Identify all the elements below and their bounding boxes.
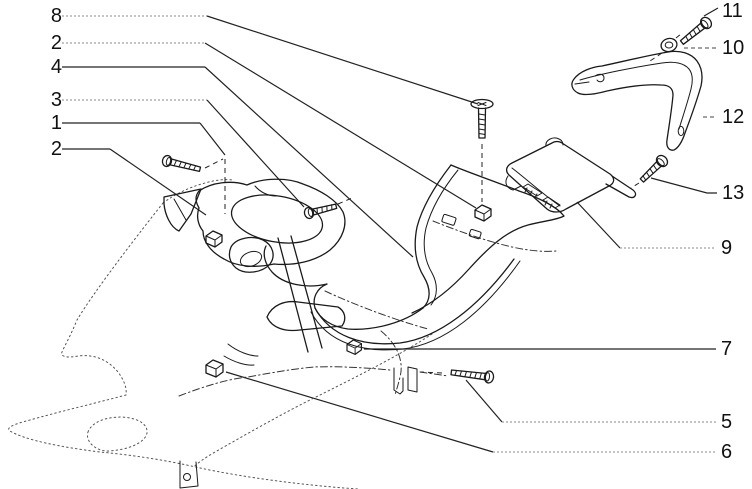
inspection-lid [505,137,637,213]
clip-nut-2-top [474,204,492,222]
screw-11 [679,16,713,45]
handlebar-cover [163,178,346,353]
callout-label-3: 3 [50,89,62,111]
inner-shield [223,164,565,366]
callout-label-10: 10 [722,37,745,59]
screw-3 [303,203,338,220]
callout-label-5: 5 [721,411,733,433]
screw-8 [470,98,494,139]
callout-label-9: 9 [721,237,733,259]
screw-5-axis [419,371,443,374]
callout-label-8: 8 [50,5,62,27]
clip-nut-2-bottom [205,230,223,248]
callout-label-13: 13 [722,182,745,204]
callout-label-2-top: 2 [50,32,62,54]
callout-label-11: 11 [722,0,743,22]
clip-nut-7 [346,339,362,355]
washer-10 [649,33,682,62]
callout-label-6: 6 [721,441,733,463]
screw-13 [639,154,669,183]
callout-label-7: 7 [721,338,733,360]
front-shield-phantom [8,179,449,489]
screw-5 [450,369,495,384]
leader-lines [62,7,719,453]
callout-label-2-bottom: 2 [50,138,62,160]
screw-13-axis [630,182,640,189]
callout-label-1: 1 [50,112,62,134]
screw-axis-dashes [204,158,224,169]
grab-rail [571,50,703,151]
clip-nut-6 [205,359,224,378]
callout-label-12: 12 [722,106,745,128]
callout-label-4: 4 [50,56,62,78]
screw-3-axis [337,197,353,205]
screw-upper-left [161,154,202,173]
